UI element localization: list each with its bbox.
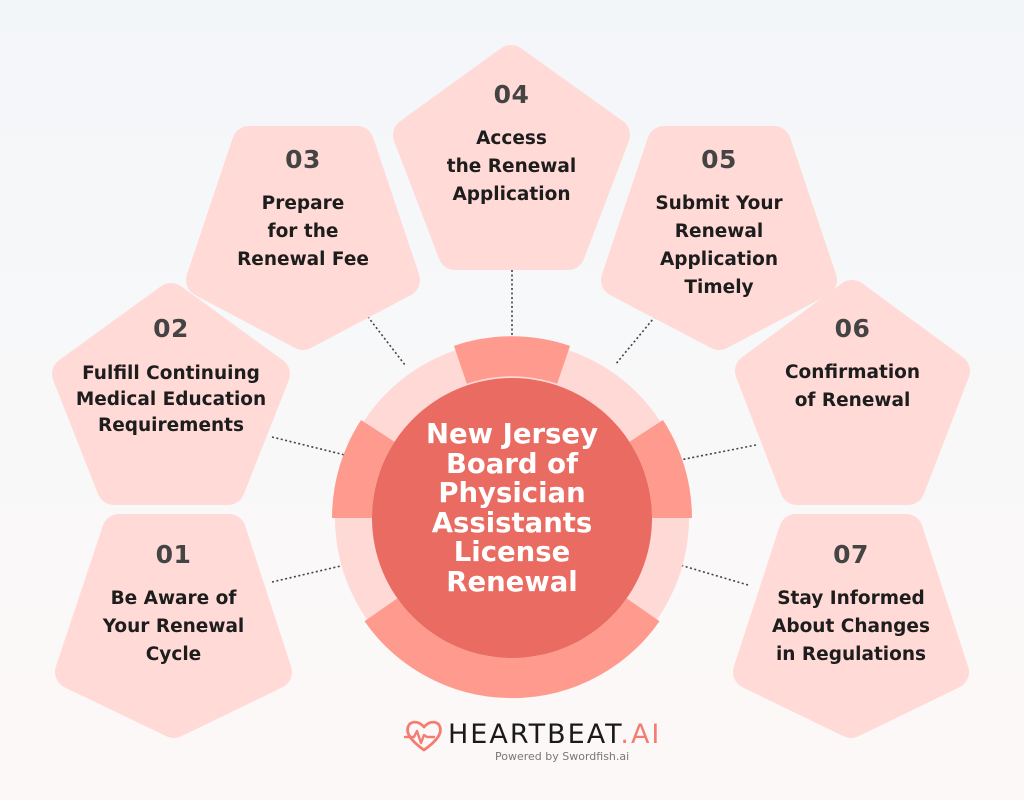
step-card-05: 05 Submit Your Renewal Application Timel… bbox=[601, 145, 837, 302]
step-card-06: 06 Confirmation of Renewal bbox=[735, 314, 970, 415]
step-card-04: 04 Access the Renewal Application bbox=[393, 80, 630, 209]
pentagon-06 bbox=[735, 280, 970, 505]
step-number: 05 bbox=[701, 145, 737, 174]
pentagon-07 bbox=[733, 514, 969, 738]
logo-brand-text: HEARTBEAT bbox=[448, 719, 621, 750]
logo-brand: HEARTBEAT.AI bbox=[448, 719, 661, 750]
step-card-03: 03 Prepare for the Renewal Fee bbox=[186, 145, 420, 274]
pentagon-05 bbox=[601, 126, 837, 350]
step-card-02: 02 Fulfill Continuing Medical Education … bbox=[52, 314, 290, 439]
center-circle bbox=[372, 378, 652, 658]
center-ring bbox=[332, 336, 692, 699]
step-label: Stay Informed About Changes in Regulatio… bbox=[772, 588, 930, 665]
step-card-01: 01 Be Aware of Your Renewal Cycle bbox=[55, 540, 292, 669]
step-label: Confirmation of Renewal bbox=[784, 362, 921, 411]
connector-07 bbox=[679, 564, 749, 586]
connector-05 bbox=[614, 312, 659, 366]
connector-06 bbox=[679, 444, 757, 461]
center-title: New Jersey Board of Physician Assistants… bbox=[425, 418, 599, 598]
step-number: 07 bbox=[833, 540, 869, 569]
connector-02 bbox=[271, 436, 346, 456]
pentagon-02 bbox=[52, 283, 290, 505]
step-label: Prepare for the Renewal Fee bbox=[237, 193, 369, 270]
step-number: 06 bbox=[834, 314, 871, 343]
step-number: 02 bbox=[153, 314, 189, 343]
step-label: Access the Renewal Application bbox=[446, 128, 577, 205]
step-label: Fulfill Continuing Medical Education Req… bbox=[75, 363, 267, 436]
connector-01 bbox=[271, 564, 346, 583]
step-label: Submit Your Renewal Application Timely bbox=[655, 193, 783, 298]
pentagon-04 bbox=[393, 45, 630, 270]
pentagon-03 bbox=[186, 126, 420, 350]
step-number: 03 bbox=[285, 145, 321, 174]
heartbeat-logo: HEARTBEAT.AI Powered by Swordfish.ai bbox=[404, 717, 659, 767]
pentagon-01 bbox=[55, 514, 292, 738]
step-number: 01 bbox=[155, 540, 192, 569]
connector-lines bbox=[271, 270, 757, 586]
step-label: Be Aware of Your Renewal Cycle bbox=[102, 588, 245, 665]
step-number: 04 bbox=[493, 80, 530, 109]
heart-pulse-icon bbox=[404, 720, 442, 752]
logo-brand-suffix: .AI bbox=[620, 719, 662, 750]
connector-03 bbox=[364, 312, 406, 366]
step-card-07: 07 Stay Informed About Changes in Regula… bbox=[733, 540, 969, 669]
logo-tagline: Powered by Swordfish.ai bbox=[495, 750, 630, 763]
